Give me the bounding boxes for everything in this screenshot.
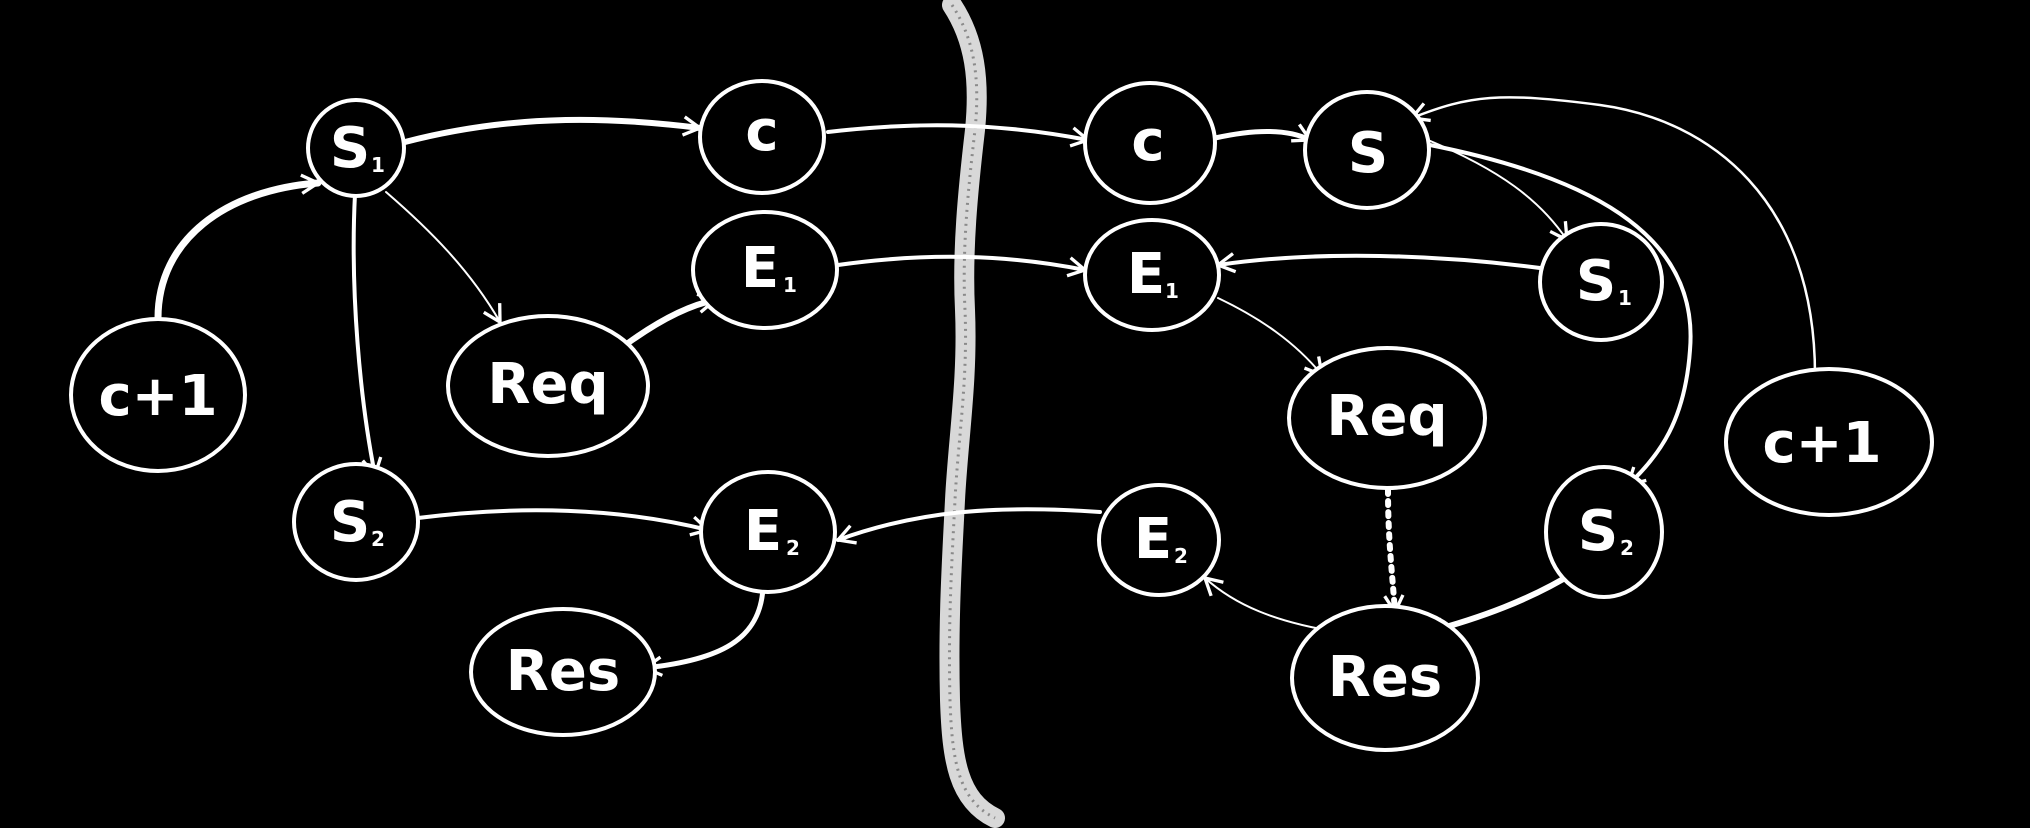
node-subscript: 2 (786, 536, 800, 560)
node-right-s: S (1303, 90, 1431, 210)
node-label: Res (1328, 645, 1442, 710)
node-label: c+1 (98, 364, 217, 429)
edge-left-s1-to-s2 (351, 192, 383, 479)
node-label: S (330, 116, 370, 181)
node-subscript: 1 (1618, 286, 1632, 310)
edge-right-c-to-s (1212, 123, 1314, 143)
node-subscript: 1 (371, 153, 385, 177)
node-right-s2: S 2 (1544, 465, 1664, 599)
node-left-e2: E 2 (699, 470, 837, 594)
edge-right-req-to-res-dotted (1383, 487, 1405, 616)
edge-left-e2-to-res (641, 585, 766, 677)
edge-left-s1-to-c (402, 115, 704, 145)
edge-right-e1-to-req (1217, 297, 1325, 378)
edge-right-e2-to-left-e2 (834, 507, 1102, 545)
edge-right-s2-to-res (1424, 569, 1578, 639)
node-left-e1: E 1 (691, 210, 839, 330)
edge-left-e1-to-right-e1 (836, 254, 1089, 278)
node-left-res: Res (469, 607, 657, 737)
edge-left-c1-to-s1 (154, 173, 322, 322)
node-subscript: 1 (1165, 279, 1179, 303)
edge-left-req-to-e1 (625, 292, 719, 346)
node-label: S (1348, 121, 1388, 186)
node-label: Req (487, 352, 608, 417)
node-right-e1: E 1 (1083, 218, 1221, 332)
node-left-req: Req (446, 314, 650, 458)
node-left-s1: S 1 (306, 98, 406, 198)
node-right-res: Res (1290, 604, 1480, 752)
node-subscript: 2 (1620, 536, 1634, 560)
node-label: c+1 (1762, 411, 1881, 476)
node-label: c (745, 99, 778, 164)
node-label: Req (1326, 384, 1447, 449)
node-label: c (1131, 109, 1164, 174)
node-subscript: 2 (371, 527, 385, 551)
edge-right-c1-to-s (1408, 96, 1817, 377)
edge-right-s1-to-e1 (1214, 252, 1542, 274)
node-right-s1: S 1 (1538, 222, 1664, 342)
node-left-s2: S 2 (292, 462, 420, 582)
edge-left-c-to-right-c (826, 123, 1092, 148)
node-right-c: c (1083, 81, 1217, 205)
edge-right-res-to-e2 (1202, 575, 1339, 633)
node-right-e2: E 2 (1097, 483, 1221, 597)
node-label: E (741, 236, 779, 301)
node-subscript: 1 (783, 273, 797, 297)
node-subscript: 2 (1174, 544, 1188, 568)
edge-left-s2-to-e2 (416, 508, 712, 537)
node-left-c: c (698, 79, 826, 195)
node-label: S (1576, 249, 1616, 314)
node-label: E (744, 499, 782, 564)
edge-right-s-to-s1 (1427, 139, 1569, 243)
node-right-c-plus-1: c+1 (1724, 367, 1934, 517)
node-right-req: Req (1287, 346, 1487, 490)
edge-right-s-to-s2 (1428, 143, 1693, 488)
node-label: E (1127, 242, 1165, 307)
node-label: E (1134, 507, 1172, 572)
node-label: S (1578, 499, 1618, 564)
node-label: Res (506, 639, 620, 704)
node-left-c-plus-1: c+1 (69, 317, 247, 473)
node-label: S (330, 490, 370, 555)
edge-left-s1-to-req (385, 191, 502, 325)
